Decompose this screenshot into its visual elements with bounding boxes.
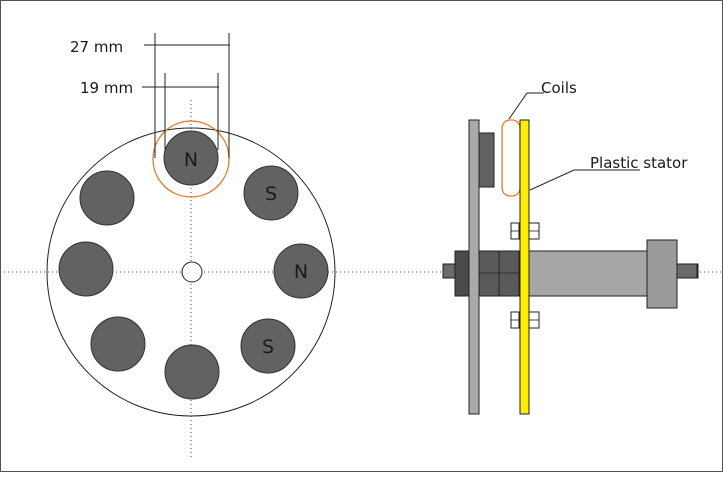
coils-label: Coils: [541, 79, 577, 97]
rotor-disc: [46, 127, 336, 417]
assembly-side-view: Coils Plastic stator: [442, 79, 699, 415]
magnet-top: N: [163, 130, 219, 186]
magnet-ring: N S N S: [58, 130, 329, 400]
stator-label: Plastic stator: [590, 154, 688, 172]
magnet-pole-label: N: [294, 261, 308, 283]
magnet-left: [58, 241, 114, 297]
coils-leader-line: [508, 92, 544, 120]
magnet-bottom: [164, 344, 220, 400]
magnet: [163, 130, 219, 186]
magnet-pole-label: N: [184, 149, 198, 171]
coil-outline: [152, 120, 230, 198]
magnet-side: [478, 132, 495, 188]
stator-bolt-lower: [510, 311, 540, 329]
magnet-right: N: [273, 243, 329, 299]
stator-leader-line: [529, 169, 640, 191]
magnet: [240, 318, 296, 374]
magnet-pole-label: S: [262, 336, 274, 358]
magnet-lower-left: [90, 316, 146, 372]
magnet-upper-left: [79, 170, 135, 226]
rotor-plate-side: [468, 119, 480, 415]
magnet: [164, 344, 220, 400]
magnet: [243, 165, 299, 221]
outer-dimension-label: 27 mm: [70, 38, 123, 56]
shaft-hole: [181, 261, 203, 283]
magnet: [79, 170, 135, 226]
magnet-pole-label: S: [265, 183, 277, 205]
stator-plate: [519, 119, 530, 415]
magnet: [90, 316, 146, 372]
magnet-lower-right: S: [240, 318, 296, 374]
dimension-annotations: 27 mm 19 mm: [70, 33, 230, 158]
hub-nut-left: [454, 250, 470, 297]
magnet: [58, 241, 114, 297]
coil-side: [501, 119, 521, 197]
shaft-sleeve: [526, 250, 653, 297]
magnet-upper-right: S: [243, 165, 299, 221]
shaft-end: [676, 263, 698, 279]
inner-dimension-label: 19 mm: [80, 79, 133, 97]
stator-bolt-upper: [510, 222, 540, 240]
magnet: [273, 243, 329, 299]
rotor-front-view: N S N S: [0, 33, 723, 460]
end-bearing: [646, 239, 678, 309]
